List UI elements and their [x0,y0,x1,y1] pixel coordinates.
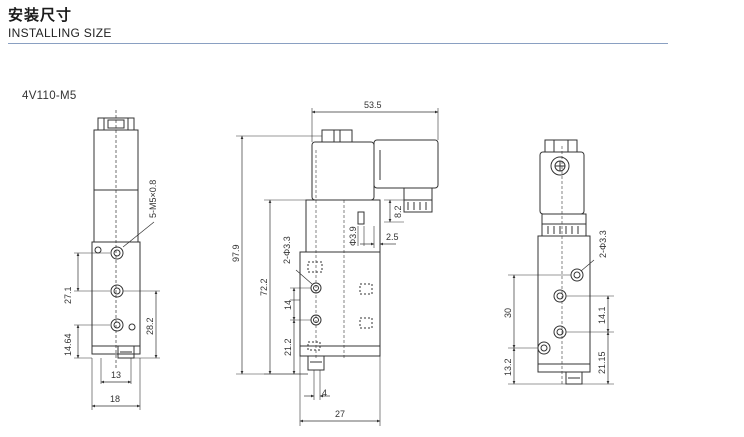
dim-2-5: 2.5 [386,232,399,242]
header-divider [8,43,668,44]
middle-view [236,108,439,426]
label-hole-mid: 2-Φ3.3 [282,236,292,264]
dim-72-2: 72.2 [259,278,269,296]
dim-8-2: 8.2 [393,205,403,218]
dim-18: 18 [110,394,120,404]
dim-27: 27 [335,409,345,419]
dim-13: 13 [111,370,121,380]
label-hole-right: 2-Φ3.3 [598,230,608,258]
dim-53-5: 53.5 [364,100,382,110]
dim-14-64: 14.64 [63,333,73,356]
model-label: 4V110-M5 [22,90,77,102]
dim-27-1: 27.1 [63,286,73,304]
dim-97-9: 97.9 [231,244,241,262]
dim-13-2: 13.2 [503,358,513,376]
left-view [74,110,160,410]
dim-phi-3-9: Φ3.9 [348,226,358,246]
page-header: 安装尺寸 INSTALLING SIZE [8,4,668,40]
right-view [508,139,614,385]
label-port-thread: 5-M5×0.8 [148,180,158,218]
page-title: 安装尺寸 [8,7,73,24]
dim-14: 14 [283,300,293,310]
dim-4: 4 [322,388,327,398]
dim-21-15: 21.15 [597,351,607,374]
dim-14-1: 14.1 [597,306,607,324]
page-subtitle: INSTALLING SIZE [8,26,112,40]
dim-30: 30 [503,308,513,318]
dim-21-2: 21.2 [283,338,293,356]
dim-28-2: 28.2 [145,317,155,335]
